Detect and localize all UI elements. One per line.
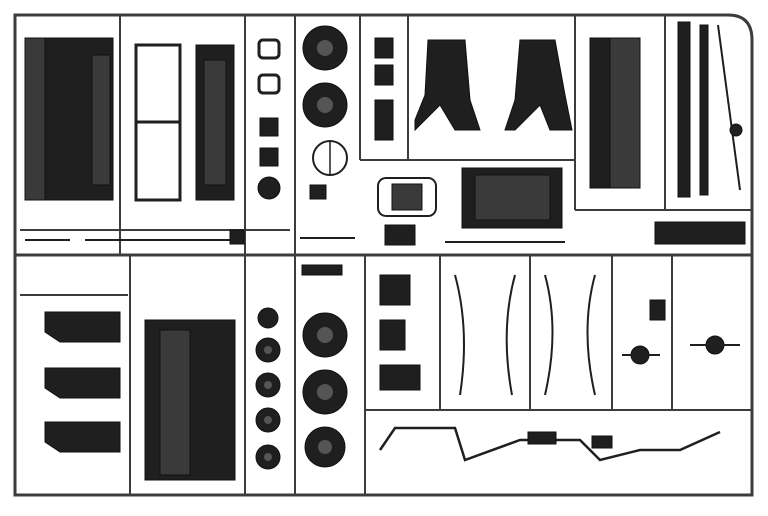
grille-part bbox=[377, 177, 437, 217]
axle-parts bbox=[301, 264, 421, 391]
small-wheel-parts bbox=[255, 307, 281, 470]
window-frame-part bbox=[134, 43, 182, 202]
wheel-parts-bottom bbox=[302, 312, 348, 468]
sprue-frame bbox=[13, 13, 754, 497]
side-panel-part bbox=[589, 37, 641, 189]
exhaust-pipe-part bbox=[378, 426, 721, 462]
seat-parts bbox=[44, 311, 121, 453]
cab-body-part bbox=[24, 37, 114, 201]
steering-wheel-part bbox=[309, 140, 348, 200]
bumper-part bbox=[384, 221, 746, 246]
chassis-rail-part bbox=[677, 21, 743, 198]
small-lights-parts bbox=[257, 38, 281, 200]
cargo-box-part bbox=[144, 319, 236, 481]
leaf-spring-parts bbox=[454, 274, 596, 396]
fender-parts bbox=[414, 39, 573, 132]
radiator-part bbox=[461, 167, 563, 229]
differential-parts bbox=[622, 299, 740, 365]
cab-rear-part bbox=[195, 44, 235, 201]
small-brackets-parts bbox=[374, 37, 394, 141]
small-rods-parts bbox=[25, 229, 355, 245]
wheel-parts-top bbox=[302, 25, 348, 128]
